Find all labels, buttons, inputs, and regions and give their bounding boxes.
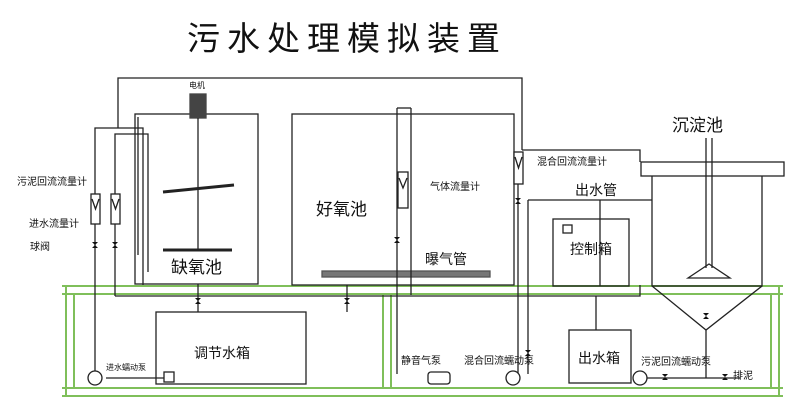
regulating-tank-label: 调节水箱 [194,346,250,362]
motor-icon [189,93,207,119]
water-outlet-pipe-label: 出水管 [575,183,617,199]
mixed-reflux-pump-icon [505,370,521,386]
regulating-tank [155,311,307,385]
mixed-reflux-flowmeter-label: 混合回流流量计 [537,157,607,168]
aerobic-tank [291,113,515,286]
aeration-pipe-label: 曝气管 [425,252,467,268]
aerobic-tank-label: 好氧池 [316,200,367,220]
control-box-label: 控制箱 [570,242,612,258]
outlet-water-tank-label: 出水箱 [578,351,620,367]
mixed-reflux-pump-label: 混合回流蠕动泵 [464,356,534,367]
inflow-pump-label: 进水蠕动泵 [106,363,146,372]
gas-flowmeter-icon [397,171,409,209]
settling-tank-label: 沉淀池 [672,116,723,136]
sludge-reflux-pump-label: 污泥回流蠕动泵 [641,357,711,368]
sludge-reflux-pump-icon [632,370,648,386]
valves [92,198,728,380]
page-title: 污水处理模拟装置 [187,19,507,58]
air-pump-label: 静音气泵 [401,356,441,367]
settling-tank-body [651,176,763,331]
sludge-reflux-flowmeter-label: 污泥回流流量计 [17,177,87,188]
sludge-discharge-label: 排泥 [733,371,753,382]
air-pump-icon [427,371,451,385]
inflow-flowmeter-label: 进水流量计 [29,219,79,230]
inflow-pump-icon [87,370,103,386]
control-box [552,218,630,287]
anoxic-tank-label: 缺氧池 [171,258,222,278]
stirrer-blade-upper [162,183,235,194]
motor-label: 电机 [189,81,205,90]
top-return-pipe [117,77,523,150]
gas-flowmeter-label: 气体流量计 [430,182,480,193]
outlet-water-tank [568,329,632,384]
aeration-pipe-bar [321,270,491,278]
ball-valve-label: 球阀 [30,242,50,253]
